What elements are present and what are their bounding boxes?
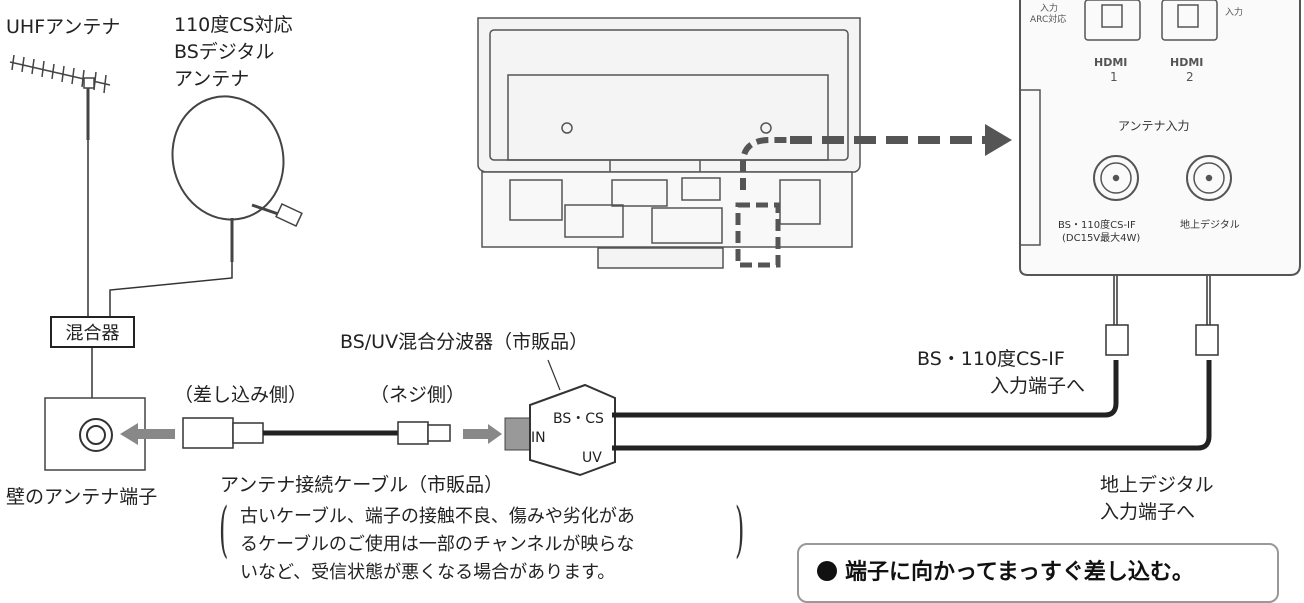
- bs-port-label-line2: (DC15V最大4W): [1062, 233, 1141, 244]
- bs-input-label-line2: 入力端子へ: [990, 375, 1086, 397]
- bs-output-cable: [612, 360, 1119, 418]
- note-line: 古いケーブル、端子の接触不良、傷みや劣化があ: [240, 506, 635, 527]
- f-connector-icon: [1105, 270, 1219, 356]
- input-panel-icon: [1019, 0, 1301, 276]
- splitter-icon: [504, 359, 616, 477]
- uhf-antenna-icon: [9, 54, 111, 140]
- bs-input-label: BS・110度CS-IF: [917, 348, 1065, 370]
- cable-note: 古いケーブル、端子の接触不良、傷みや劣化があ るケーブルのご使用は一部のチャンネ…: [240, 503, 635, 587]
- highlight-dashed-frame: [740, 137, 790, 190]
- note-close-paren: ): [735, 495, 745, 565]
- note-line: いなど、受信状態が悪くなる場合があります。: [240, 562, 616, 583]
- arc-label: 入力: [1040, 4, 1059, 14]
- bs-dish-antenna-icon: [171, 95, 303, 262]
- uv-output-cable: [612, 360, 1212, 451]
- hdmi-1-logo: HDMI: [1094, 56, 1128, 69]
- splitter-bscs-label: BS・CS: [553, 411, 604, 427]
- arc-label-line2: ARC対応: [1030, 15, 1067, 25]
- hdmi-2-logo: HDMI: [1170, 56, 1204, 69]
- bs-port-label: BS・110度CS-IF: [1058, 220, 1136, 231]
- bs-antenna-cable: [109, 262, 233, 316]
- antenna-cable-icon: [182, 417, 451, 449]
- input-label: 入力: [1225, 8, 1244, 18]
- splitter-in-label: IN: [531, 430, 546, 446]
- hdmi-1-number: 1: [1110, 70, 1118, 84]
- uhf-antenna-label: UHFアンテナ: [6, 16, 121, 38]
- splitter-uv-label: UV: [582, 450, 602, 466]
- terrestrial-input-label-line2: 入力端子へ: [1100, 501, 1196, 523]
- bs-antenna-label-line: 110度CS対応: [174, 14, 293, 36]
- note-line: るケーブルのご使用は一部のチャンネルが映らな: [240, 534, 635, 555]
- left-arrow-icon: [120, 423, 175, 445]
- tip-text: 端子に向かってまっすぐ差し込む。: [845, 560, 1194, 585]
- dashed-arrow-head-icon: [985, 124, 1012, 156]
- antenna-input-label: アンテナ入力: [1118, 119, 1190, 133]
- note-open-paren: (: [219, 495, 229, 565]
- cable-label: アンテナ接続ケーブル（市販品）: [220, 474, 504, 496]
- terrestrial-port-label: 地上デジタル: [1180, 220, 1240, 231]
- bullet-icon: [817, 561, 837, 581]
- right-arrow-icon: [463, 424, 502, 444]
- bs-antenna-label-line: アンテナ: [174, 68, 250, 90]
- tv-back-icon: [477, 17, 861, 269]
- push-side-label: （差し込み側）: [174, 384, 308, 406]
- screw-side-label: （ネジ側）: [370, 384, 466, 406]
- terrestrial-input-label: 地上デジタル: [1100, 474, 1214, 496]
- splitter-label: BS/UV混合分波器（市販品）: [340, 331, 589, 353]
- wall-terminal-label: 壁のアンテナ端子: [6, 486, 158, 508]
- connection-diagram: [9, 0, 1301, 477]
- bs-antenna-label-line: BSデジタル: [174, 41, 275, 63]
- bs-antenna-label: 110度CS対応 BSデジタル アンテナ: [174, 12, 293, 93]
- highlight-dashed-box: [735, 202, 781, 268]
- tip-box: 端子に向かってまっすぐ差し込む。: [797, 543, 1279, 603]
- mixer-label: 混合器: [50, 316, 135, 348]
- hdmi-2-number: 2: [1186, 70, 1194, 84]
